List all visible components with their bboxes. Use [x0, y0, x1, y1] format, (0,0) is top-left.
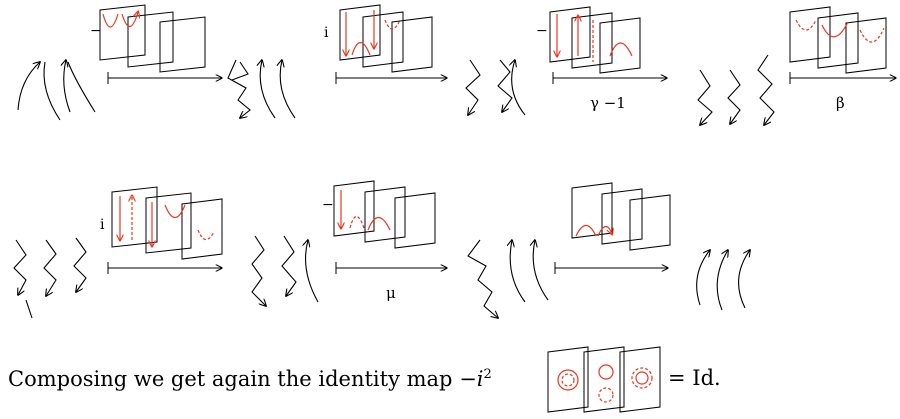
strand-diagram-6: [251, 235, 319, 306]
move-6: [333, 180, 447, 274]
move-3-sign: −: [536, 23, 548, 39]
identity-figure: [547, 346, 661, 413]
strand-diagram-4: [697, 54, 775, 125]
move-5-sign: i: [100, 217, 105, 233]
move-3-label: γ −1: [590, 94, 626, 112]
move-4-label: β: [836, 94, 845, 112]
cobordism-frames-1: [99, 4, 206, 73]
move-1-sign: −: [90, 23, 102, 39]
move-5: [107, 186, 222, 274]
strand-diagram-7: [467, 240, 549, 318]
move-6-label: μ: [386, 284, 396, 302]
strand-diagram-8: [696, 250, 750, 311]
caption-sentence: Composing we get again the identity map: [8, 367, 453, 391]
strand-diagram-1: [17, 60, 96, 121]
move-2-sign: i: [324, 25, 329, 41]
move-3: [549, 6, 667, 84]
strand-diagram-5: [13, 237, 87, 319]
strand-diagram-2: [227, 60, 296, 118]
strand-diagram-3: [465, 60, 526, 115]
move-2: [335, 4, 447, 84]
caption-factor: −i2: [459, 367, 492, 391]
move-7: [554, 182, 671, 274]
move-4: [789, 6, 896, 84]
move-1: [99, 4, 222, 84]
caption-text: Composing we get again the identity map …: [8, 368, 492, 390]
move-6-sign: −: [322, 197, 334, 213]
caption-result: = Id.: [668, 366, 721, 390]
